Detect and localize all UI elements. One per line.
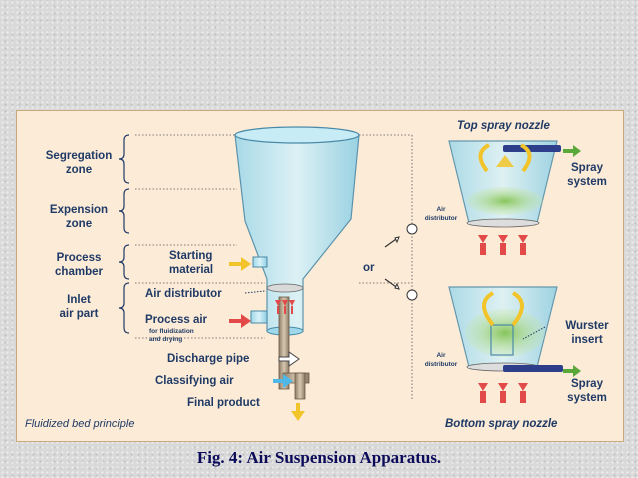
zone-segregation-l1: Segregation [46, 150, 112, 162]
process-air-note-l1: for fluidization [149, 328, 194, 335]
air-inlet [250, 310, 268, 324]
material-inlet [252, 256, 268, 268]
process-air-label: Process air [145, 314, 208, 326]
principle-label: Fluidized bed principle [25, 418, 134, 430]
top-spray-system-l2: system [567, 176, 607, 188]
zone-braces [118, 134, 130, 334]
wurster-l1: Wurster [565, 320, 609, 332]
classifying-air-label: Classifying air [155, 375, 234, 387]
air-distributor-label: Air distributor [145, 288, 222, 300]
spray-nozzle-bottom [503, 365, 563, 372]
bottom-spray-panel [384, 278, 581, 403]
fluidized-bed-column [234, 126, 360, 400]
wurster-l2: insert [571, 334, 602, 346]
distributor-plate [266, 283, 304, 293]
spray-nozzle-top [503, 145, 561, 152]
top-air-distributor-l2: distributor [425, 215, 458, 222]
final-product-label: Final product [187, 397, 260, 409]
figure-caption: Fig. 4: Air Suspension Apparatus. [196, 448, 442, 467]
fluidized-bed-figure: Segregation zone Expension zone Process … [16, 110, 624, 442]
top-spray-title: Top spray nozzle [457, 120, 550, 132]
process-air-note-l2: and drying [149, 336, 182, 343]
or-label: or [363, 262, 375, 274]
starting-material-l2: material [169, 264, 213, 276]
zone-process-l1: Process [57, 252, 102, 264]
zone-expansion-l2: zone [66, 218, 92, 230]
top-air-distributor-l1: Air [436, 206, 446, 213]
discharge-pipe [278, 296, 290, 390]
zone-segregation-l2: zone [66, 164, 92, 176]
zone-inlet-l1: Inlet [67, 294, 91, 306]
top-spray-system-l1: Spray [571, 162, 604, 174]
bottom-air-distributor-l2: distributor [425, 361, 458, 368]
wurster-insert [490, 324, 514, 356]
bottom-air-distributor-l1: Air [436, 352, 446, 359]
discharge-pipe-label: Discharge pipe [167, 353, 249, 365]
zone-inlet-l2: air part [60, 308, 99, 320]
guide-lines [135, 134, 413, 401]
bottom-spray-system-l1: Spray [571, 378, 604, 390]
bottom-spray-title: Bottom spray nozzle [445, 418, 558, 430]
diagram-svg: Segregation zone Expension zone Process … [25, 120, 609, 430]
zone-expansion-l1: Expension [50, 204, 108, 216]
starting-material-l1: Starting [169, 250, 212, 262]
bottom-spray-system-l2: system [567, 392, 607, 404]
top-spray-panel [384, 140, 581, 255]
left-arrows [229, 257, 305, 421]
zone-process-l2: chamber [55, 266, 103, 278]
